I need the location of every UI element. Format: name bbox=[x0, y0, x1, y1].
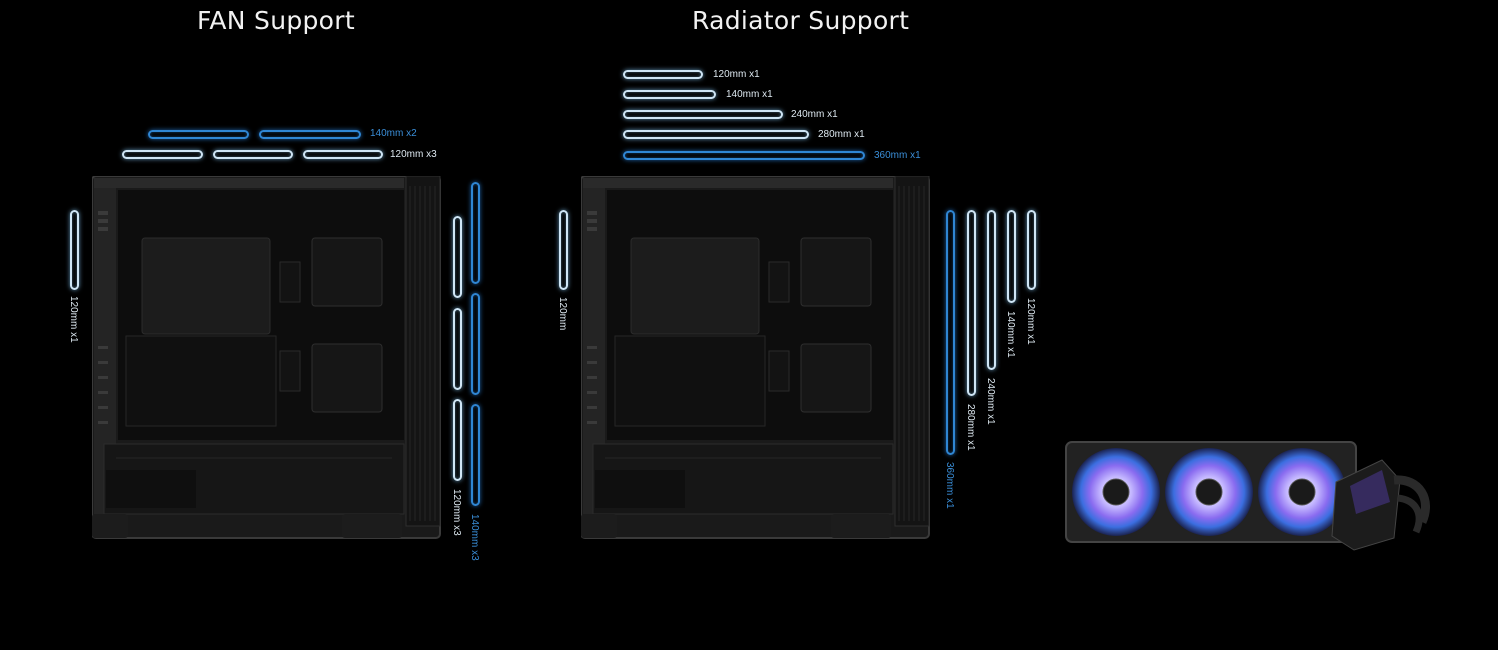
rgb-fan-3 bbox=[1258, 448, 1346, 536]
fan-front-120-slot-3 bbox=[453, 399, 462, 481]
rad-front-240-label: 240mm x1 bbox=[985, 378, 996, 425]
rad-front-120-label: 120mm x1 bbox=[1025, 298, 1036, 345]
fan-top-120-slot-3 bbox=[303, 150, 383, 159]
fan-front-120-label: 120mm x3 bbox=[451, 489, 462, 536]
fan-top-120-slot-1 bbox=[122, 150, 203, 159]
rad-top-120-label: 120mm x1 bbox=[713, 69, 760, 80]
fan-front-140-slot-2 bbox=[471, 293, 480, 395]
fan-top-140-label: 140mm x2 bbox=[370, 128, 417, 139]
rad-top-240-slot bbox=[623, 110, 783, 119]
rad-top-280-label: 280mm x1 bbox=[818, 129, 865, 140]
rad-front-280-label: 280mm x1 bbox=[965, 404, 976, 451]
rad-top-140-slot bbox=[623, 90, 716, 99]
rad-rear-120-slot bbox=[559, 210, 568, 290]
fan-top-140-slot-1 bbox=[148, 130, 249, 139]
rad-rear-label: 120mm bbox=[557, 297, 568, 331]
aio-cooler-image bbox=[1065, 441, 1430, 551]
fan-front-120-slot-1 bbox=[453, 216, 462, 298]
rad-front-140-label: 140mm x1 bbox=[1005, 311, 1016, 358]
radiator-support-case-image bbox=[581, 176, 930, 539]
rad-front-280-slot bbox=[967, 210, 976, 396]
fan-support-title: FAN Support bbox=[197, 6, 355, 35]
radiator-support-title: Radiator Support bbox=[692, 6, 910, 35]
rad-front-140-slot bbox=[1007, 210, 1016, 303]
fan-rear-label: 120mm x1 bbox=[68, 296, 79, 343]
rad-front-120-slot bbox=[1027, 210, 1036, 290]
rad-front-360-slot bbox=[946, 210, 955, 455]
fan-top-120-label: 120mm x3 bbox=[390, 149, 437, 160]
rad-top-360-slot bbox=[623, 151, 865, 160]
rad-top-360-label: 360mm x1 bbox=[874, 150, 921, 161]
fan-front-120-slot-2 bbox=[453, 308, 462, 390]
fan-support-case-image bbox=[92, 176, 441, 539]
rad-top-140-label: 140mm x1 bbox=[726, 89, 773, 100]
rad-top-240-label: 240mm x1 bbox=[791, 109, 838, 120]
rad-front-360-label: 360mm x1 bbox=[944, 462, 955, 509]
rgb-fan-2 bbox=[1165, 448, 1253, 536]
rad-front-240-slot bbox=[987, 210, 996, 370]
rad-top-280-slot bbox=[623, 130, 809, 139]
fan-front-140-label: 140mm x3 bbox=[469, 514, 480, 561]
fan-top-120-slot-2 bbox=[213, 150, 293, 159]
fan-rear-120-slot bbox=[70, 210, 79, 290]
rad-top-120-slot bbox=[623, 70, 703, 79]
fan-top-140-slot-2 bbox=[259, 130, 361, 139]
fan-front-140-slot-1 bbox=[471, 182, 480, 284]
rgb-fan-1 bbox=[1072, 448, 1160, 536]
fan-front-140-slot-3 bbox=[471, 404, 480, 506]
